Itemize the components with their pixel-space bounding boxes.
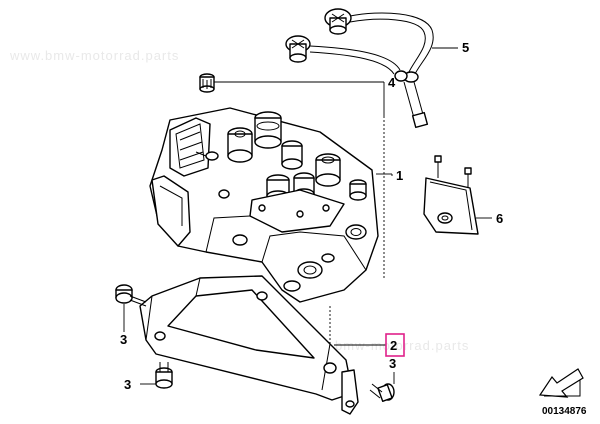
- callout-4[interactable]: 4: [388, 75, 396, 90]
- brake-line-part[interactable]: [285, 8, 434, 129]
- reference-block: 00134876: [538, 368, 587, 417]
- callout-2[interactable]: 2: [390, 338, 397, 353]
- callout-labels: 5 4 1 6 2 3 3 3: [120, 40, 503, 392]
- plate-gasket-part[interactable]: [423, 155, 479, 235]
- reference-number: 00134876: [542, 406, 587, 417]
- abs-modulator-part[interactable]: [149, 107, 379, 303]
- watermark-layer: www.bmw-motorrad.parts www.bmw-motorrad.…: [9, 48, 469, 353]
- hex-bolt-part[interactable]: [115, 284, 147, 307]
- callout-3-lower[interactable]: 3: [124, 377, 131, 392]
- holder-bracket-part[interactable]: [139, 275, 359, 415]
- direction-arrow-icon: [538, 368, 584, 398]
- highlight-box: [385, 333, 405, 357]
- plug-part[interactable]: [199, 73, 215, 93]
- watermark-text: www.bmw-motorrad.parts: [9, 48, 179, 63]
- callout-1[interactable]: 1: [396, 168, 403, 183]
- callout-6[interactable]: 6: [496, 211, 503, 226]
- leader-lines: [123, 47, 492, 385]
- hex-bolt-part[interactable]: [369, 383, 395, 402]
- callout-5[interactable]: 5: [462, 40, 469, 55]
- callout-3-upper[interactable]: 3: [120, 332, 127, 347]
- watermark-text: www.bmw-motorrad.parts: [299, 338, 469, 353]
- hex-bolt-part[interactable]: [155, 362, 173, 389]
- callout-3-right[interactable]: 3: [389, 356, 396, 371]
